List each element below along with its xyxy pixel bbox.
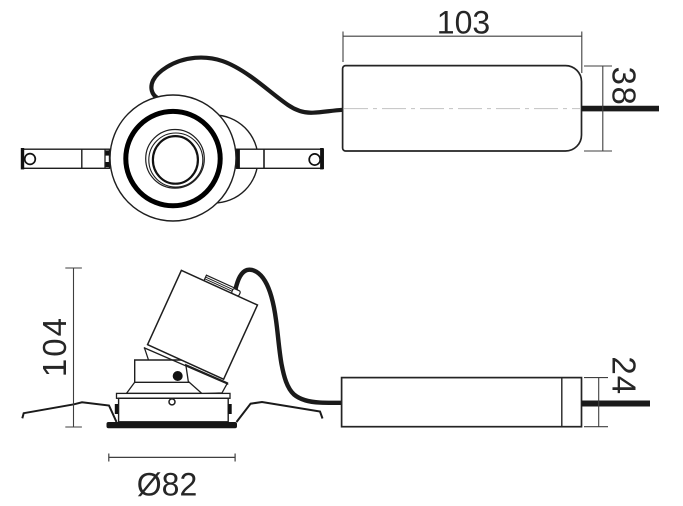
svg-text:38: 38 bbox=[605, 67, 642, 107]
svg-text:24: 24 bbox=[605, 356, 642, 395]
svg-text:103: 103 bbox=[437, 5, 490, 41]
svg-text:104: 104 bbox=[36, 316, 73, 377]
svg-text:Ø82: Ø82 bbox=[137, 467, 197, 503]
